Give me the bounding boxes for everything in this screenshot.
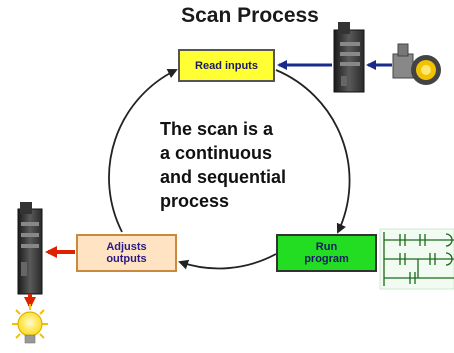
step-adjust-outputs-line2: outputs bbox=[106, 253, 147, 265]
ladder-logic-icon bbox=[379, 228, 454, 290]
cycle-arc-run-to-adjust bbox=[178, 253, 277, 270]
cycle-arc-adjust-to-read bbox=[108, 69, 178, 233]
scan-cycle bbox=[108, 69, 351, 270]
step-adjust-outputs-line1: Adjusts bbox=[106, 241, 147, 253]
scan-description-line2: a continuous bbox=[160, 143, 272, 163]
sensor-icon bbox=[392, 43, 441, 85]
step-read-inputs: Read inputs bbox=[178, 49, 275, 82]
scan-description-line1: The scan is a bbox=[160, 119, 274, 139]
diagram-title: Scan Process bbox=[181, 4, 319, 27]
scan-description-line4: process bbox=[160, 191, 230, 211]
step-run-program-line1: Run bbox=[315, 241, 338, 253]
cycle-arc-read-to-run bbox=[275, 69, 351, 234]
step-adjust-outputs: Adjusts outputs bbox=[76, 234, 177, 272]
plc-module-icon bbox=[333, 22, 365, 93]
plc-module-icon bbox=[17, 202, 43, 295]
step-run-program-line2: program bbox=[304, 253, 349, 265]
light-bulb-icon bbox=[12, 304, 48, 344]
step-run-program: Run program bbox=[276, 234, 377, 272]
step-read-inputs-label: Read inputs bbox=[195, 59, 258, 72]
scan-description-line3: and sequential bbox=[160, 167, 287, 187]
scan-description: The scan is a a continuous and sequentia… bbox=[160, 117, 335, 213]
